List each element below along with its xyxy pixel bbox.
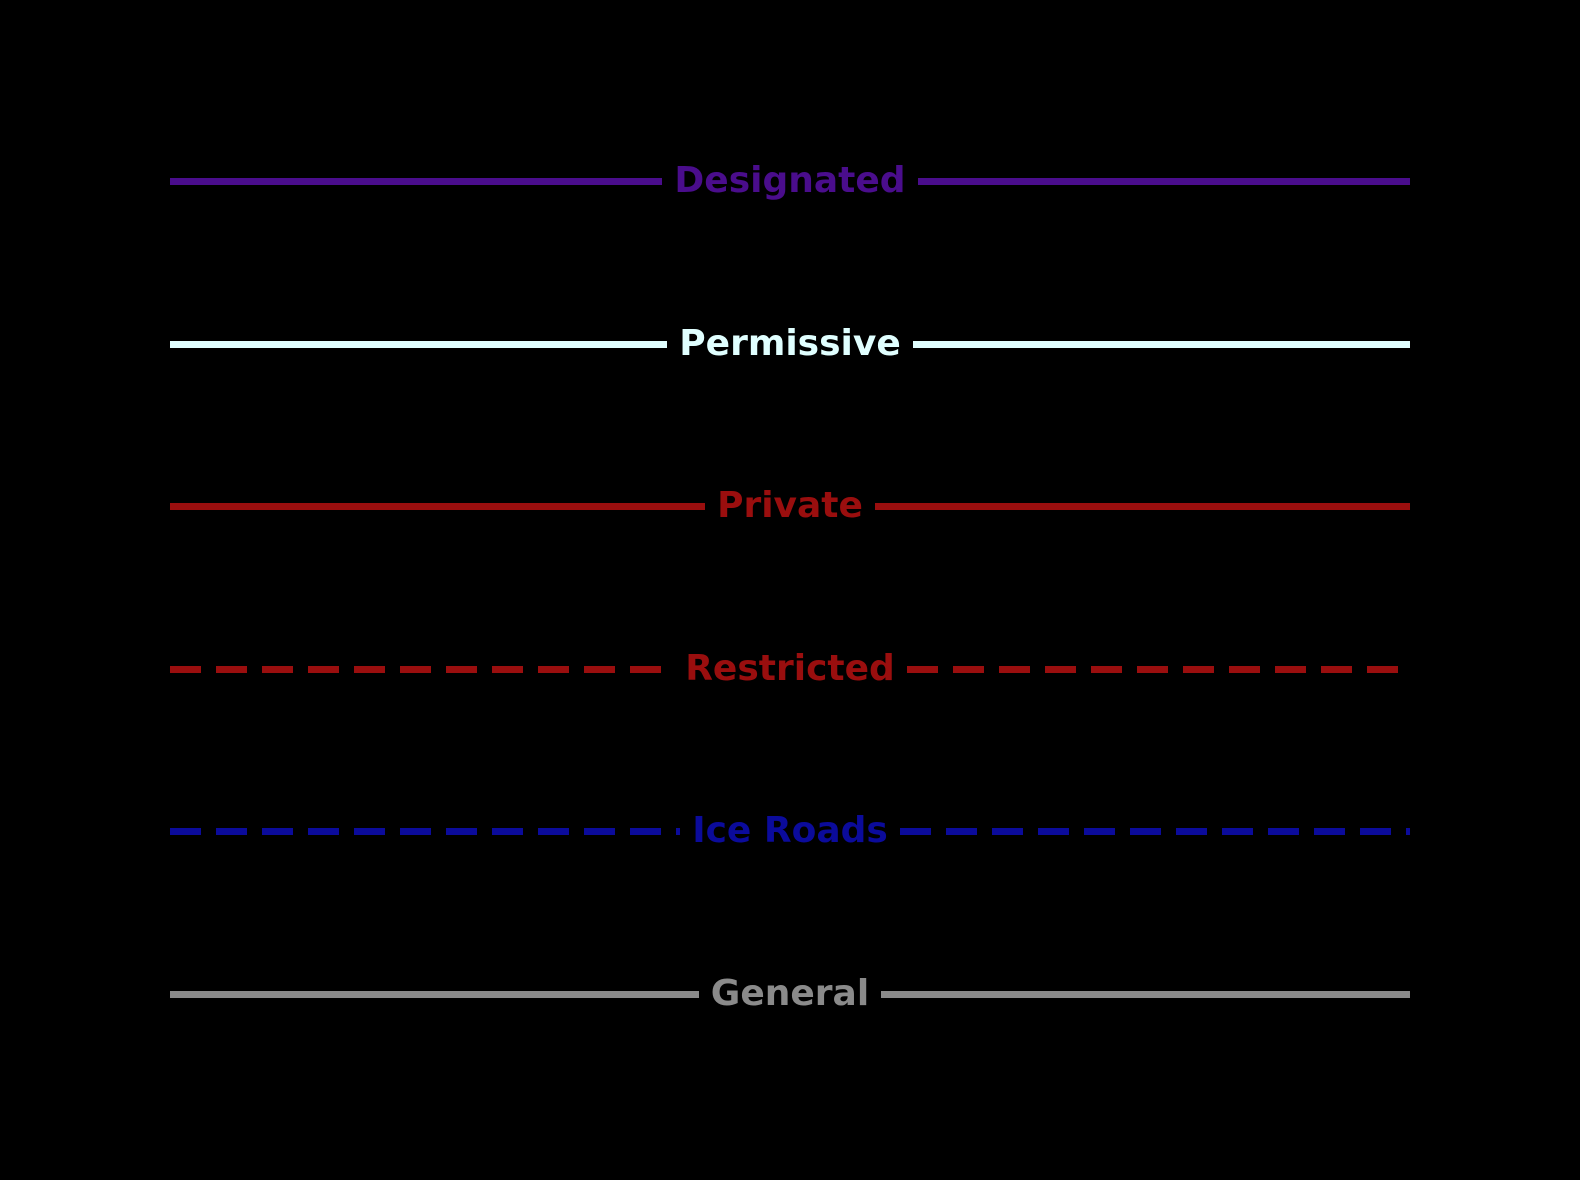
legend-label: Permissive — [679, 323, 901, 364]
legend-row: Ice Roads — [170, 810, 1411, 851]
legend-line-left-segment — [170, 177, 663, 185]
legend-line-right-segment — [917, 177, 1410, 185]
legend-line-right-segment — [874, 502, 1410, 510]
legend-label: Designated — [674, 160, 906, 201]
legend-row: Restricted — [170, 648, 1411, 689]
legend-line-left-segment — [170, 502, 706, 510]
legend-line-right-segment — [912, 340, 1411, 348]
legend-row: Permissive — [170, 323, 1411, 364]
legend-row: Private — [170, 488, 1410, 524]
legend-label: Restricted — [685, 648, 895, 689]
legend-line-right-segment — [906, 665, 1411, 673]
legend-label: Private — [717, 485, 863, 526]
legend-line-left-segment — [170, 990, 699, 998]
legend-line-left-segment — [170, 340, 668, 348]
legend-line-right-segment — [899, 827, 1411, 835]
legend-label: General — [710, 973, 870, 1014]
legend-line-left-segment — [170, 665, 674, 673]
legend-line-right-segment — [881, 990, 1410, 998]
legend-row: General — [170, 976, 1410, 1012]
legend-line-left-segment — [170, 827, 681, 835]
legend-label: Ice Roads — [692, 810, 888, 851]
legend-row: Designated — [170, 163, 1410, 199]
